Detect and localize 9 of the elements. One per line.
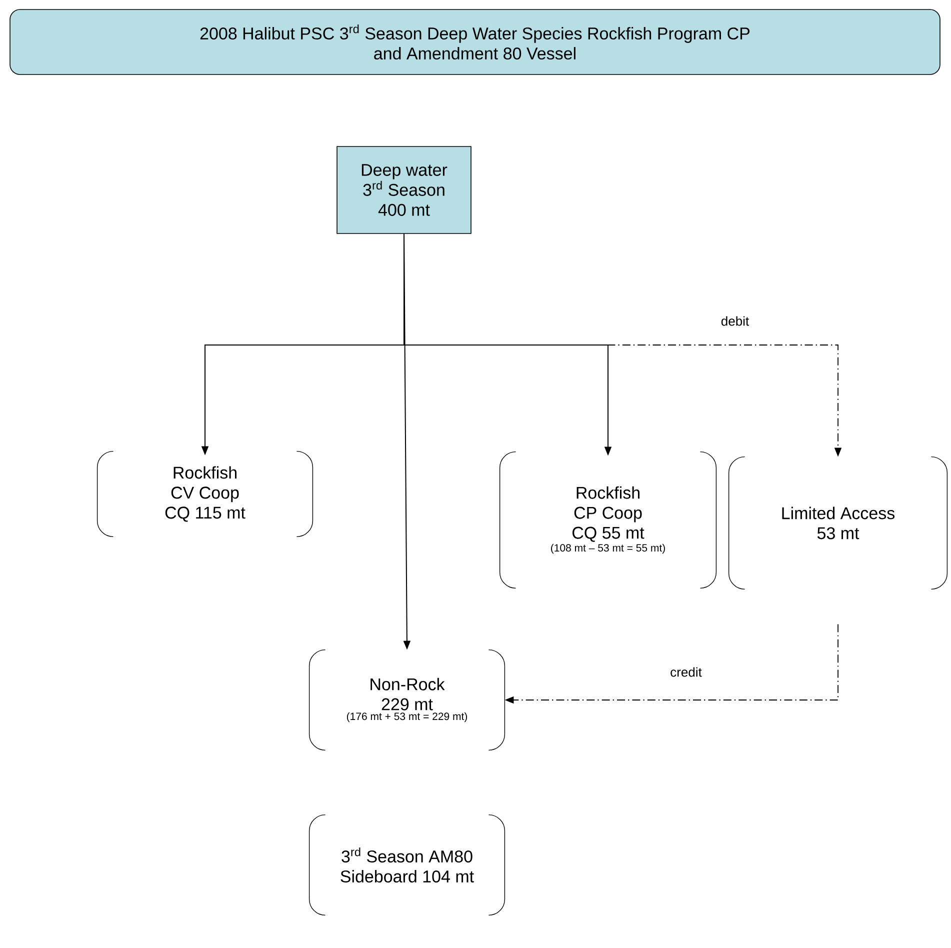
bracket-box: 3$^{rd}$ Season AM80 Sideboard 104 mt bbox=[308, 814, 506, 916]
process-box: Deep water 3$^{rd}$ Season 400 mt bbox=[336, 146, 472, 234]
bracket-box: Limited Access 53 mt bbox=[728, 456, 948, 590]
edge-label: credit bbox=[669, 666, 703, 678]
edge-label: debit bbox=[720, 315, 750, 327]
bracket-box: Rockfish CP Coop CQ 55 mt (108 mt – 53 mt = 55 mt) bbox=[499, 451, 717, 589]
bracket-box: Non-Rock 229 mt (176 mt + 53 mt = 229 mt) bbox=[308, 649, 506, 751]
title-box: 2008 Halibut PSC 3$^{rd}$ Season Deep Water Species Rockfish Program CP and Amendment 80 Vessel bbox=[10, 9, 940, 75]
bracket-box: Rockfish CV Coop CQ 115 mt bbox=[96, 450, 314, 538]
